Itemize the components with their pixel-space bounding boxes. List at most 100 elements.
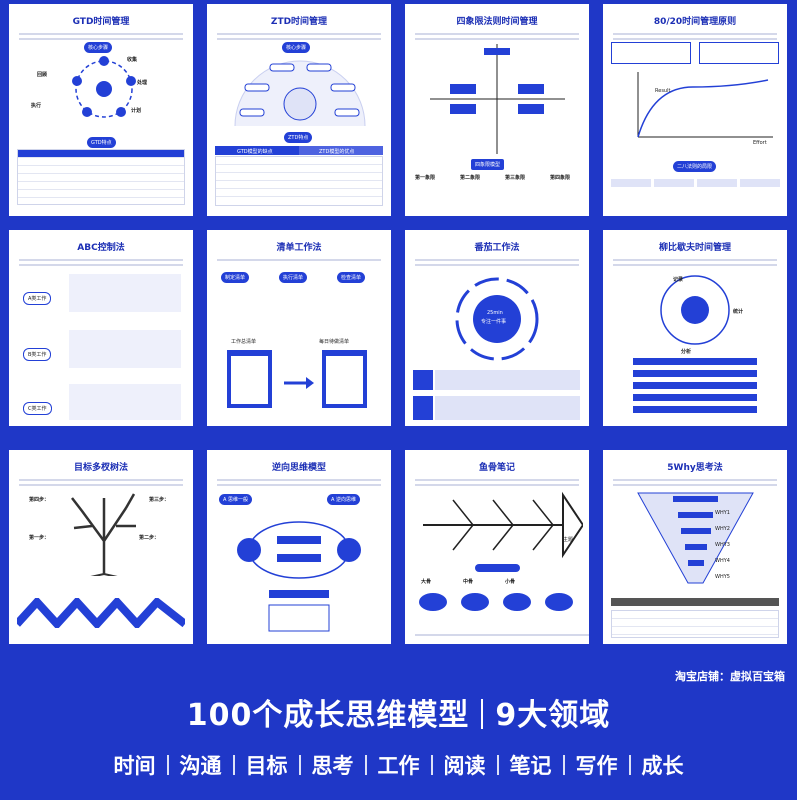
col-header: ZTD模型的优点 [319, 149, 355, 155]
card-title: 四象限法则时间管理 [456, 17, 538, 27]
gtd-cycle-diagram [72, 56, 136, 118]
why-label: WHY4 [715, 558, 730, 564]
table [215, 156, 383, 206]
intro-text [613, 479, 777, 486]
box [697, 179, 737, 187]
why-label: WHY2 [715, 526, 730, 532]
category-item: 沟通 [179, 754, 222, 778]
category-item: 思考 [311, 754, 354, 778]
card-title: 80/20时间管理原则 [653, 17, 737, 27]
card-title: 清单工作法 [276, 243, 322, 253]
category-label: C类工作 [23, 402, 52, 415]
section-box [435, 370, 580, 390]
section-box [435, 396, 580, 420]
step-label: 统计 [733, 309, 744, 315]
tree-illustration [71, 493, 136, 576]
step-pill: 制定清单 [221, 272, 250, 283]
zigzag-timeline [17, 598, 185, 628]
category-divider [562, 755, 565, 775]
card-abc: ABC控制法 A类工作 B类工作 C类工作 [9, 230, 193, 426]
headline-main: 100个成长思维模型 [186, 698, 470, 733]
step-label: 回顾 [37, 72, 48, 78]
step-label: 记录 [673, 277, 684, 283]
intro-text [217, 33, 381, 40]
card-8020: 80/20时间管理原则 Result Effort 二八法则的局限 [603, 4, 787, 216]
quadrant-diagram [430, 44, 565, 154]
intro-text [19, 259, 183, 266]
timer-label: 专注一件事 [481, 319, 507, 325]
box [69, 274, 181, 312]
mode-pill: A 思维一般 [219, 494, 253, 505]
step-label: 第四步： [29, 497, 50, 503]
category-label: B类工作 [23, 348, 52, 361]
pill: 核心步骤 [282, 42, 311, 53]
intro-text [19, 479, 183, 486]
quadrant-label: 第一象限 [415, 175, 436, 181]
box [69, 384, 181, 420]
category-item: 成长 [641, 754, 684, 778]
intro-text [613, 33, 777, 40]
section-bar [413, 396, 433, 420]
box [654, 179, 694, 187]
headline: 100个成长思维模型 9大领域 [0, 690, 797, 734]
step-pill: 检查清单 [337, 272, 366, 283]
headline-sub: 9大领域 [495, 698, 611, 733]
quadrant-label: 第二象限 [460, 175, 481, 181]
pill: 四象限模型 [471, 159, 505, 170]
section-pill [475, 564, 520, 572]
cycle-diagram [660, 275, 730, 345]
category-divider [628, 755, 631, 775]
intro-text [217, 259, 381, 261]
category-divider [166, 755, 169, 775]
row-bar [633, 382, 757, 389]
section-bar [413, 370, 433, 390]
card-title: 柳比歇夫时间管理 [658, 243, 731, 253]
pill: GTD特点 [87, 137, 116, 148]
category-list: 时间 沟通 目标 思考 工作 阅读 笔记 写作 成长 [0, 750, 797, 780]
ztd-arc-diagram [234, 60, 366, 127]
footer-text [415, 634, 589, 639]
card-5why: 5Why思考法 WHY1 WHY2 WHY3 WHY4 WHY5 [603, 450, 787, 644]
category-divider [232, 755, 235, 775]
intro-text [415, 479, 579, 486]
step-label: 收集 [127, 57, 138, 63]
box [740, 179, 780, 187]
category-item: 阅读 [443, 754, 486, 778]
card-title: 目标多杈树法 [73, 463, 128, 473]
step-label: 计划 [131, 108, 142, 114]
card-goal-tree: 目标多杈树法 第四步： 第三步： 第一步： 第二步： [9, 450, 193, 644]
why-label: WHY1 [715, 510, 730, 516]
intro-text [613, 259, 777, 266]
timeline-bar [611, 598, 779, 606]
reverse-diagram [237, 521, 361, 632]
step-label: 第一步： [29, 535, 50, 541]
category-divider [364, 755, 367, 775]
box [611, 179, 651, 187]
why-label: WHY3 [715, 542, 730, 548]
pill: 二八法则的局限 [673, 161, 717, 172]
step-label: 处理 [137, 80, 148, 86]
card-gtd: GTD时间管理 核心步骤 收集 处理 计划 执行 回顾 GTD特点 [9, 4, 193, 216]
intro-text [19, 33, 183, 40]
pareto-curve [637, 72, 773, 138]
card-title: 番茄工作法 [474, 243, 520, 253]
row-bar [633, 370, 757, 377]
step-pill: 执行清单 [279, 272, 308, 283]
intro-text [415, 259, 579, 266]
card-pomodoro: 番茄工作法 25min 专注一件事 [405, 230, 589, 426]
axis-label: Result [655, 88, 671, 94]
list-title: 每日待做清单 [319, 339, 350, 345]
axis-label: Effort [753, 140, 767, 146]
category-item: 写作 [575, 754, 618, 778]
row-bar [633, 358, 757, 365]
table [17, 149, 185, 205]
quadrant-label: 第三象限 [505, 175, 526, 181]
fishbone-diagram [423, 491, 583, 559]
card-reverse-thinking: 逆向思维模型 A 思维一般 A 逆向思维 [207, 450, 391, 644]
card-title: ZTD时间管理 [270, 17, 328, 27]
step-label: 第二步： [139, 535, 160, 541]
pomodoro-cycle [455, 277, 539, 361]
checklist-illustration [227, 350, 367, 408]
category-item: 笔记 [509, 754, 552, 778]
table-header [215, 146, 299, 155]
